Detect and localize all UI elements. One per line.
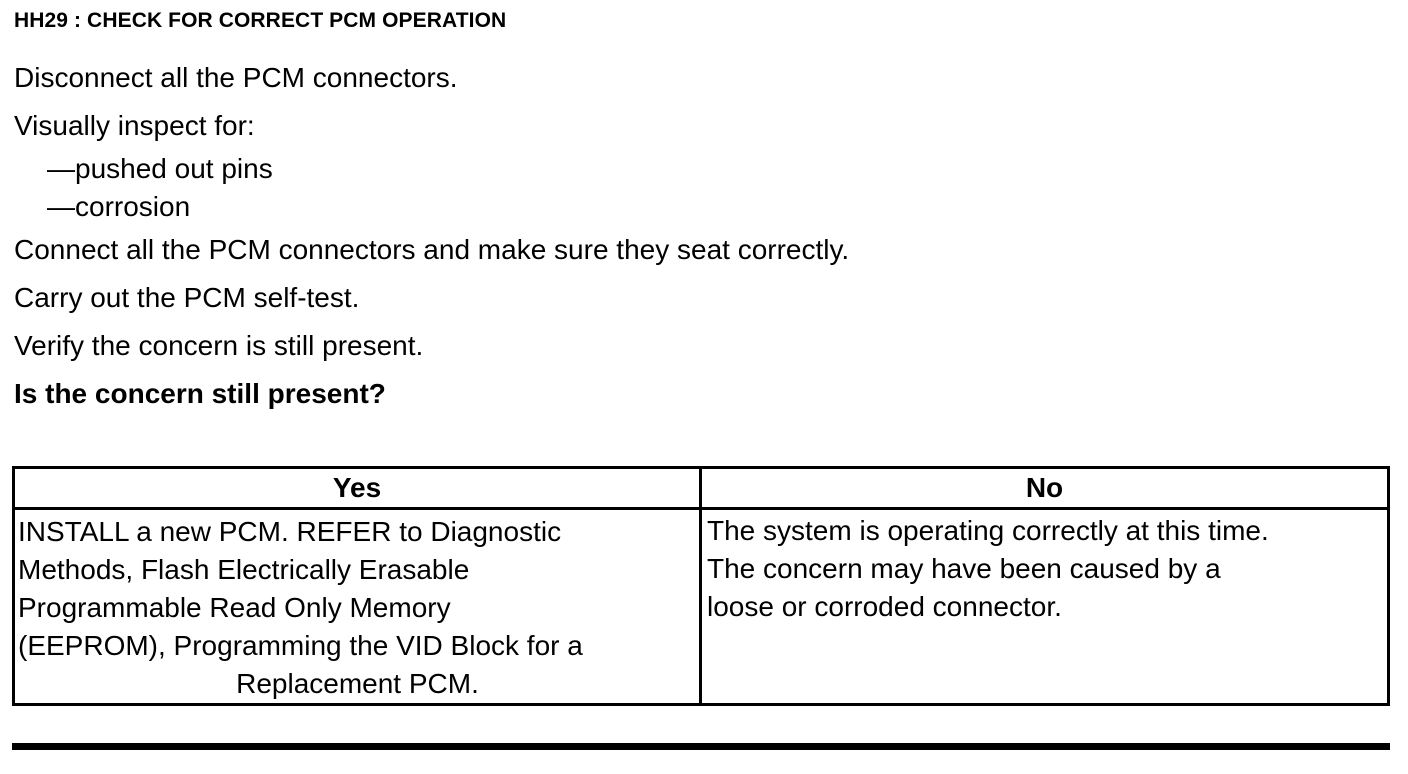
instruction-block: Disconnect all the PCM connectors. Visua… [14, 54, 1394, 418]
decision-table: Yes No INSTALL a new PCM. REFER to Diagn… [12, 466, 1390, 706]
table-header-row: Yes No [12, 466, 1390, 510]
decision-question: Is the concern still present? [14, 378, 386, 409]
instruction-line: Connect all the PCM connectors and make … [14, 234, 850, 265]
outcome-cell-no: The system is operating correctly at thi… [699, 507, 1390, 706]
outcome-text-line: The system is operating correctly at thi… [707, 515, 1269, 546]
column-header-yes: Yes [12, 466, 702, 510]
column-header-no: No [699, 466, 1390, 510]
outcome-text-line: Methods, Flash Electrically Erasable [18, 554, 470, 585]
page-title: HH29 : CHECK FOR CORRECT PCM OPERATION [14, 9, 507, 32]
outcome-text-line: (EEPROM), Programming the VID Block for … [18, 630, 583, 661]
instruction-line: Verify the concern is still present. [14, 330, 424, 361]
instruction-line: Disconnect all the PCM connectors. [14, 62, 458, 93]
outcome-text-line: loose or corroded connector. [707, 591, 1062, 622]
outcome-text-line: The concern may have been caused by a [707, 553, 1221, 584]
list-item: —corrosion [47, 191, 191, 222]
outcome-text-line: Replacement PCM. [236, 668, 479, 699]
instruction-line: Visually inspect for: [14, 110, 255, 141]
inspection-bullet-list: —pushed out pins —corrosion [14, 150, 1394, 226]
table-row: INSTALL a new PCM. REFER to Diagnostic M… [12, 507, 1390, 706]
outcome-text-line: INSTALL a new PCM. REFER to Diagnostic [18, 516, 562, 547]
outcome-text-line: Programmable Read Only Memory [18, 592, 451, 623]
section-divider [12, 743, 1390, 750]
outcome-cell-yes: INSTALL a new PCM. REFER to Diagnostic M… [12, 507, 702, 706]
list-item: —pushed out pins [47, 153, 273, 184]
instruction-line: Carry out the PCM self-test. [14, 282, 360, 313]
